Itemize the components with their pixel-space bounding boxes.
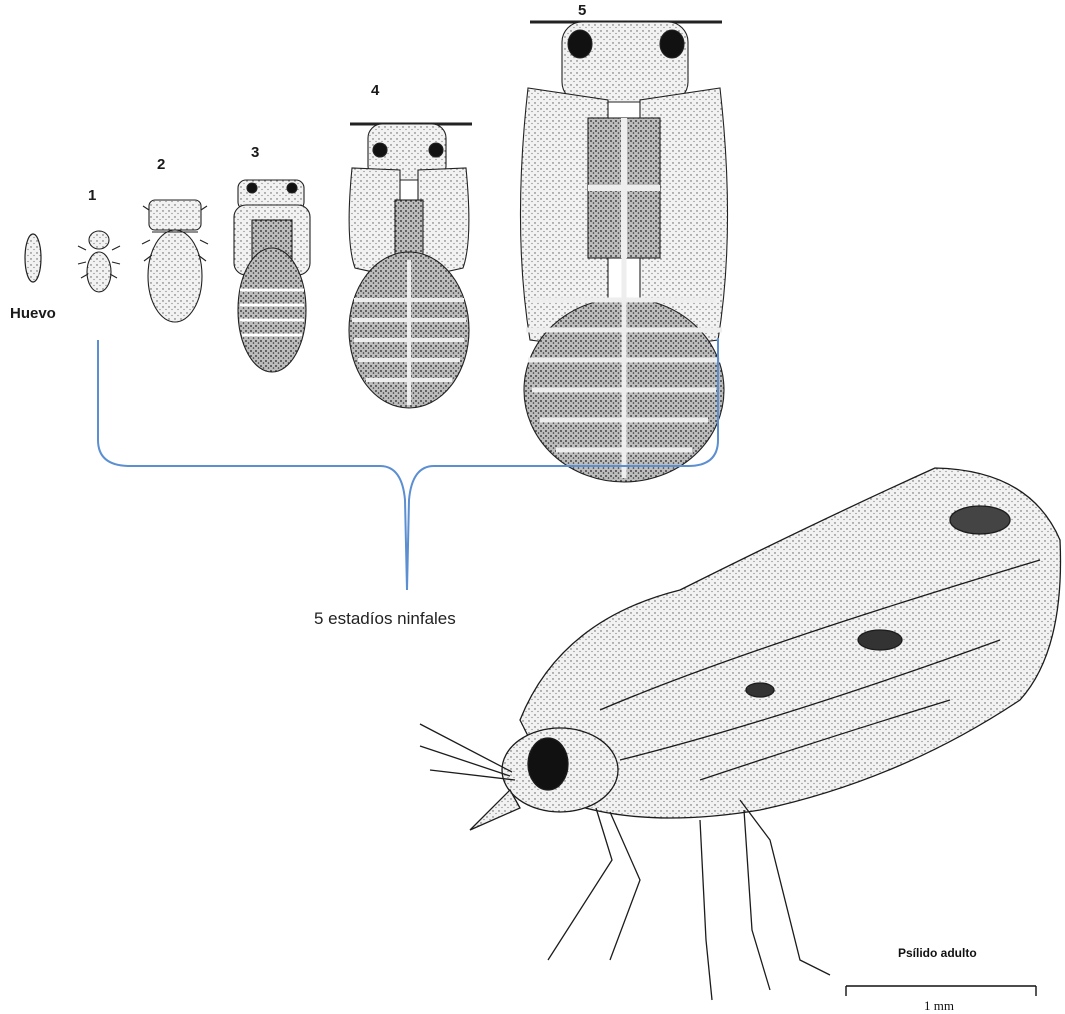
instar-4-drawing bbox=[349, 124, 472, 408]
egg-drawing bbox=[25, 234, 41, 282]
instar-5-drawing bbox=[520, 22, 727, 482]
instar-1-drawing bbox=[78, 231, 120, 292]
scale-bar bbox=[846, 986, 1036, 996]
adult-psyllid-title: Psílido adulto bbox=[898, 946, 977, 960]
instar-2-label: 2 bbox=[157, 157, 165, 172]
instar-5-label: 5 bbox=[578, 3, 586, 18]
instar-3-label: 3 bbox=[251, 145, 259, 160]
nymphal-stages-caption: 5 estadíos ninfales bbox=[314, 610, 456, 627]
instar-2-drawing bbox=[142, 200, 208, 322]
instar-3-drawing bbox=[234, 180, 310, 372]
egg-label: Huevo bbox=[10, 306, 56, 321]
instar-4-label: 4 bbox=[371, 83, 379, 98]
instar-1-label: 1 bbox=[88, 188, 96, 203]
adult-psyllid-drawing bbox=[420, 468, 1061, 1000]
scale-unit-label: 1 mm bbox=[924, 998, 954, 1014]
